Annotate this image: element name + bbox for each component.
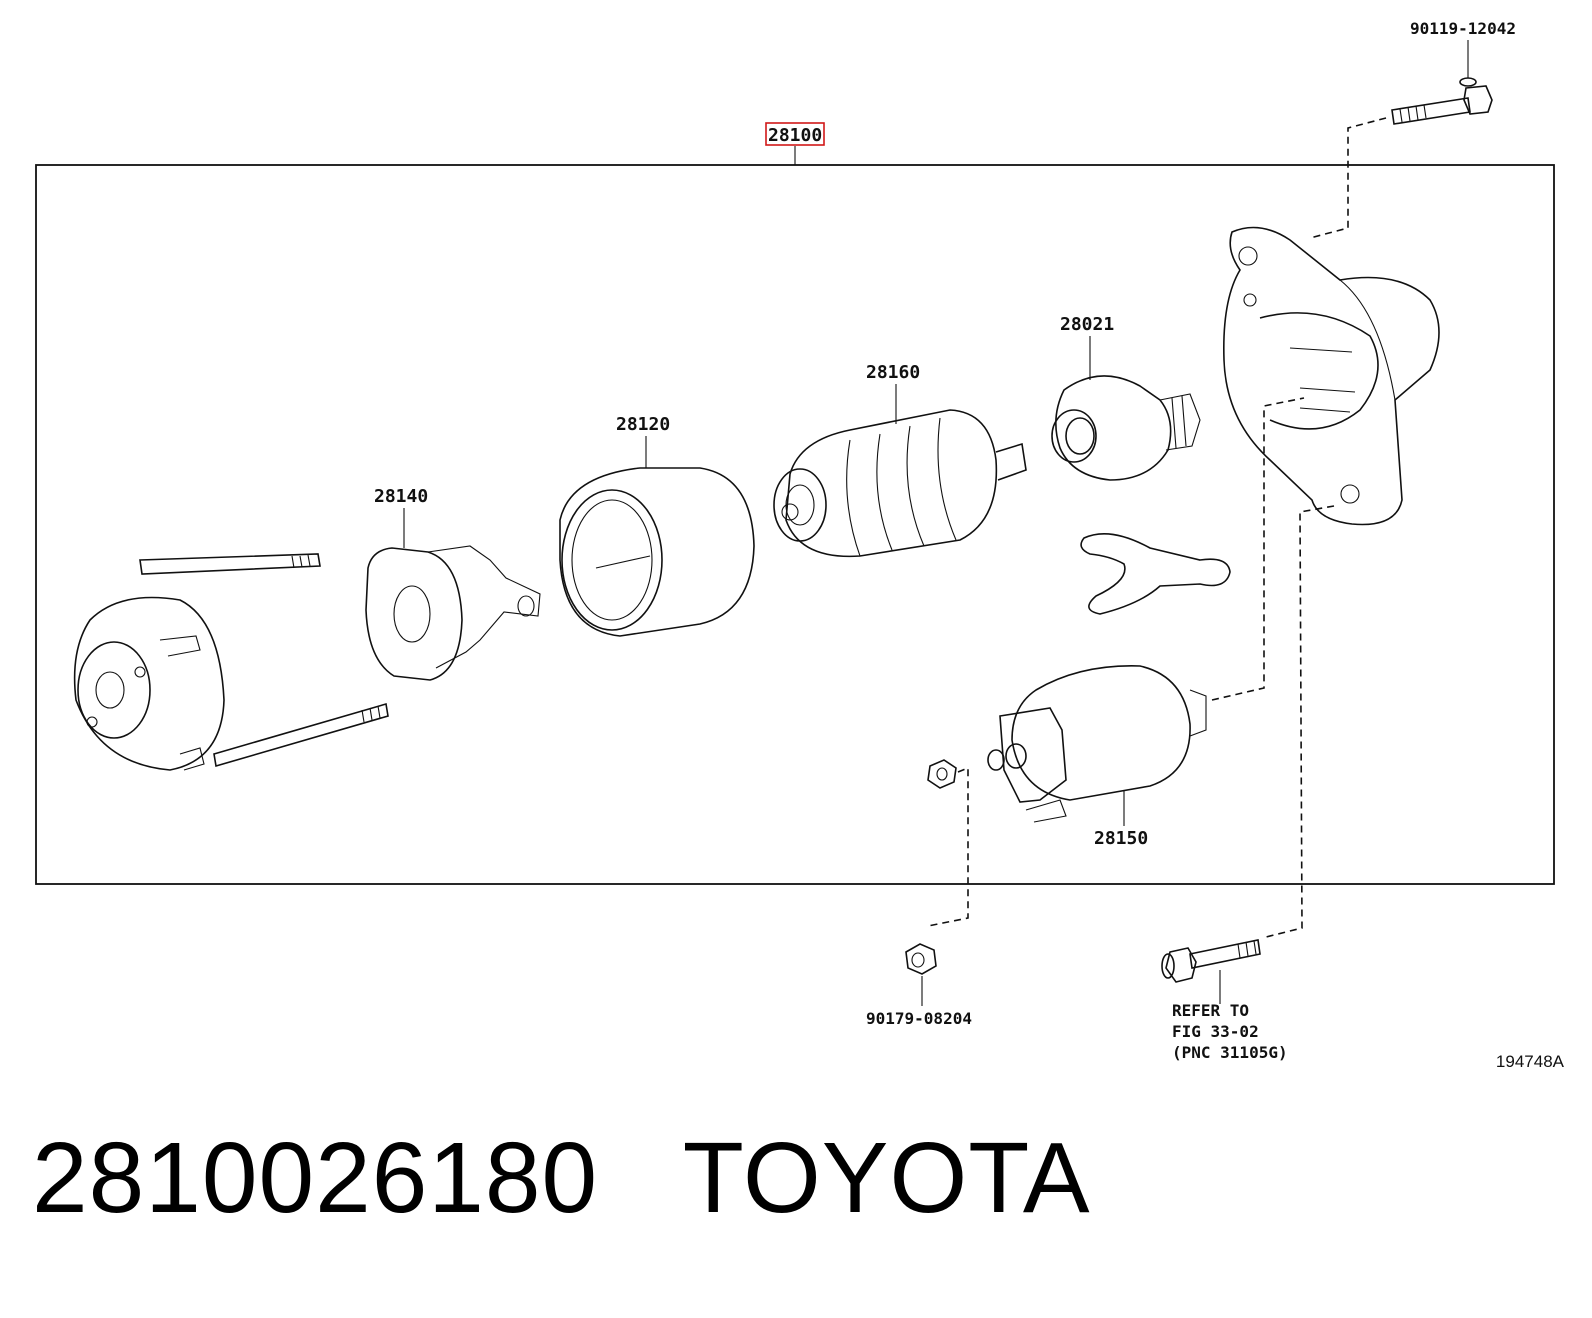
part-label-28140[interactable]: 28140 [374, 486, 428, 507]
part-label-28120[interactable]: 28120 [616, 414, 670, 435]
bolt-top-icon [1391, 77, 1493, 125]
end-frame-icon [73, 553, 389, 771]
assembly-label-highlight [765, 122, 825, 146]
pinion-clutch-icon [1051, 375, 1201, 481]
switch-housing-dash [1211, 397, 1305, 701]
drive-lever-icon [1080, 532, 1231, 615]
bolt-top-dash [1309, 117, 1387, 239]
part-label-28160[interactable]: 28160 [866, 362, 920, 383]
refer-line-1: REFER TO [1172, 1001, 1249, 1020]
housing-bolt-dash [1261, 505, 1335, 939]
caption-part-number: 2810026180 [32, 1122, 599, 1234]
assembly-frame [35, 164, 1555, 885]
armature-icon [773, 409, 1027, 558]
caption-brand: TOYOTA [682, 1122, 1091, 1234]
brush-holder-icon [365, 545, 541, 681]
bottom-bolt-icon [1161, 939, 1261, 983]
switch-nut-dash [927, 766, 969, 927]
bolt-top-label[interactable]: 90119-12042 [1410, 19, 1516, 38]
part-label-28150[interactable]: 28150 [1094, 828, 1148, 849]
small-nut-icon [927, 759, 957, 789]
yoke-icon [559, 467, 755, 637]
figure-id: 194748A [1495, 1052, 1564, 1071]
refer-line-2: FIG 33-02 [1172, 1022, 1259, 1041]
assembly-label[interactable]: 28100 [768, 125, 822, 146]
refer-line-3: (PNC 31105G) [1172, 1043, 1288, 1062]
bottom-nut-label[interactable]: 90179-08204 [866, 1009, 972, 1028]
part-label-28021[interactable]: 28021 [1060, 314, 1114, 335]
caption: 2810026180 TOYOTA [32, 1128, 1091, 1228]
magnetic-switch-icon [987, 665, 1207, 823]
bottom-nut-icon [905, 943, 937, 975]
drive-housing-icon [1223, 226, 1440, 526]
starter-exploded-diagram: 28100 90119-12042 28021 2 [35, 19, 1555, 1062]
